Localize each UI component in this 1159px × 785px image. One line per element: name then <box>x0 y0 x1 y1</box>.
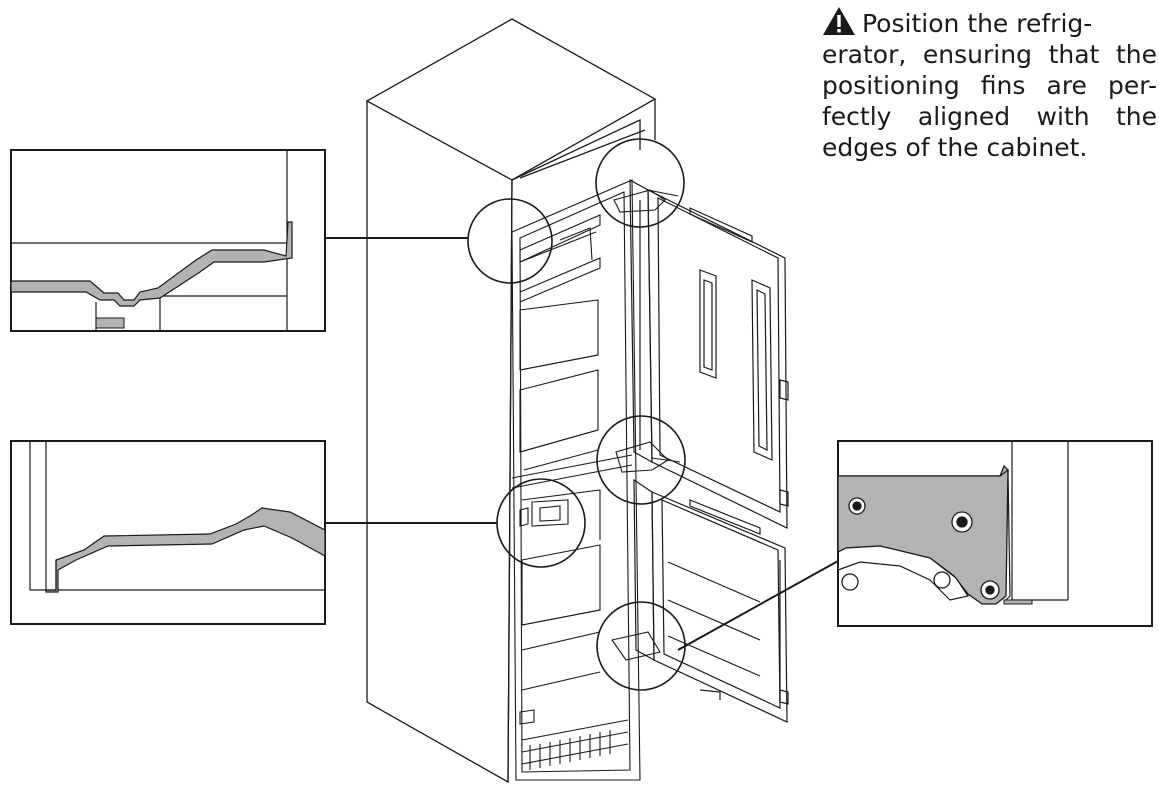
hinge-screws <box>841 497 1000 600</box>
lower-door <box>651 491 788 723</box>
callout-circle-middle-right <box>596 415 686 505</box>
detail-box-middle-left <box>10 440 326 625</box>
instruction-line-5: edges of the cabinet. <box>822 133 1088 162</box>
cabinet-top <box>365 18 657 181</box>
callout-circles <box>467 138 686 691</box>
refrigerator-body <box>511 179 641 781</box>
instruction-line-2: erator, ensuring that the <box>822 40 1157 69</box>
leader-lines <box>325 237 839 651</box>
refrigerator-doors <box>629 178 789 723</box>
callout-circle-bottom-right <box>596 601 686 691</box>
callout-circle-top-left <box>467 198 553 284</box>
instruction-line-4: fectly aligned with the <box>822 102 1157 131</box>
detail-box-middle-left-frame <box>10 440 326 625</box>
positioning-fin-profile-top <box>10 221 293 307</box>
instruction-line-3: positioning fins are per- <box>822 71 1157 100</box>
detail-box-top-left <box>10 149 326 332</box>
warning-triangle-icon <box>823 7 855 35</box>
detail-box-top-left-frame <box>10 149 326 332</box>
positioning-fin-profile-middle <box>45 507 326 593</box>
cabinet <box>365 18 657 784</box>
detail-box-right <box>837 440 1153 627</box>
instruction-text: Position the refrig- erator, ensuring th… <box>822 6 1157 163</box>
leader-line-right <box>677 560 839 651</box>
callout-circle-top-right <box>595 138 685 228</box>
hinge-details <box>519 189 681 661</box>
instruction-line-1: Position the refrig- <box>822 6 1157 39</box>
